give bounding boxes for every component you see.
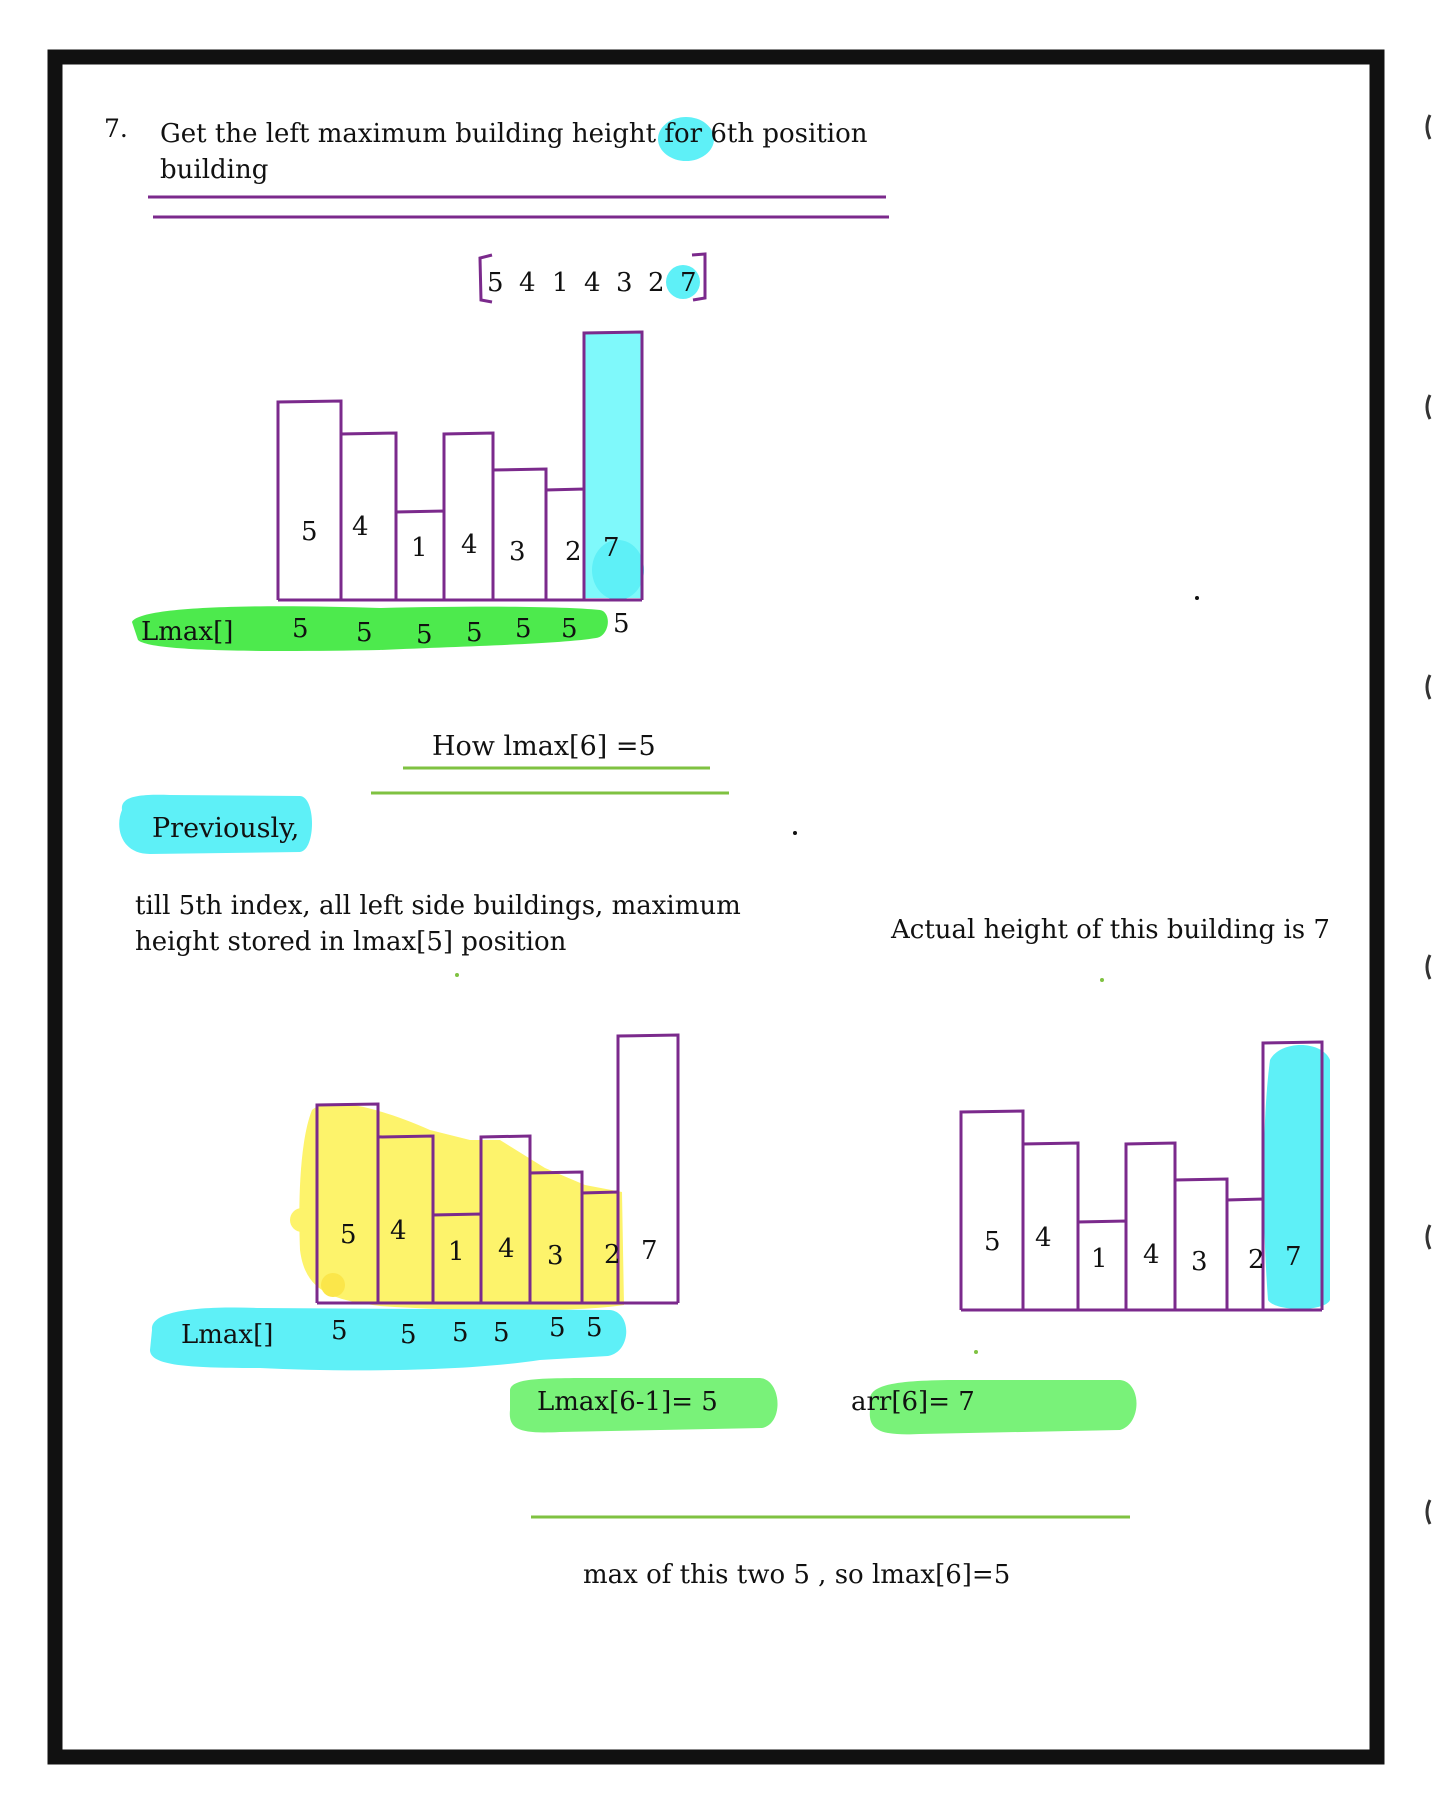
- previously-highlight: [119, 794, 312, 854]
- lower-right-building: [1124, 1141, 1177, 1310]
- lower-lmax-value: 5: [549, 1313, 566, 1343]
- formula-right: arr[6]= 7: [851, 1387, 975, 1417]
- array-value: 7: [680, 268, 697, 298]
- array-value: 2: [648, 268, 665, 298]
- yellow-highlight: [299, 1103, 624, 1311]
- lower-left-building-label: 7: [641, 1236, 658, 1266]
- top-building-label: 4: [352, 512, 369, 542]
- green-dot-1: [455, 973, 459, 977]
- lower-left-building-label: 4: [498, 1234, 515, 1264]
- lower-lmax-label: Lmax[]: [181, 1320, 273, 1350]
- top-lmax-value: 5: [356, 618, 373, 648]
- highlight-array-last: [666, 265, 700, 299]
- green-dot-2: [1100, 978, 1104, 982]
- yellow-spot-1: [290, 1208, 314, 1232]
- lower-left-building-label: 4: [390, 1216, 407, 1246]
- top-building-label: 4: [461, 530, 478, 560]
- lower-lmax-value: 5: [493, 1318, 510, 1348]
- top-building-label: 1: [411, 533, 428, 563]
- top-building: [582, 330, 644, 600]
- lower-right-building: [959, 1109, 1025, 1310]
- formula-right-highlight: [869, 1380, 1137, 1435]
- formula-left-highlight: [509, 1378, 778, 1433]
- top-lmax-value: 5: [466, 618, 483, 648]
- array-bracket-left: [478, 253, 493, 304]
- lower-right-building-label: 3: [1191, 1247, 1208, 1277]
- lower-right-building-label: 4: [1035, 1223, 1052, 1253]
- page-frame: [47, 49, 1385, 1765]
- lower-left-building-label: 3: [547, 1241, 564, 1271]
- top-lmax-highlight: [132, 606, 608, 651]
- array-value: 1: [552, 268, 569, 298]
- top-lmax-value: 5: [613, 609, 630, 639]
- array-value: 4: [584, 268, 601, 298]
- top-building-label: 7: [603, 533, 620, 563]
- lower-right-building-label: 1: [1091, 1244, 1108, 1274]
- yellow-spot-2: [321, 1273, 345, 1297]
- top-building-label: 5: [301, 517, 318, 547]
- conclusion-text: max of this two 5 , so lmax[6]=5: [583, 1560, 1010, 1590]
- lower-right-building: [1261, 1040, 1324, 1310]
- lower-lmax-value: 5: [586, 1313, 603, 1343]
- step-number: 7.: [104, 114, 128, 143]
- lower-left-building-label: 5: [340, 1220, 357, 1250]
- formula-left: Lmax[6-1]= 5: [537, 1387, 718, 1417]
- top-building-label: 2: [565, 537, 582, 567]
- highlight-6th: [658, 117, 714, 161]
- lr-building-6-highlight: [1263, 1045, 1330, 1309]
- top-building-label: 3: [509, 537, 526, 567]
- heading-line-1: Get the left maximum building height for…: [160, 119, 868, 149]
- top-highlight-blob: [592, 540, 644, 600]
- previously-label: Previously,: [152, 813, 299, 844]
- lower-left-building-label: 1: [448, 1237, 465, 1267]
- question-text: How lmax[6] =5: [432, 731, 656, 762]
- top-building: [276, 399, 343, 600]
- actual-height-text: Actual height of this building is 7: [890, 915, 1330, 945]
- lower-left-building-label: 2: [604, 1240, 621, 1270]
- array-bracket-right: [691, 252, 707, 302]
- top-lmax-label: Lmax[]: [141, 617, 233, 647]
- top-lmax-value: 5: [561, 614, 578, 644]
- lower-lmax-value: 5: [452, 1318, 469, 1348]
- top-building: [442, 431, 495, 600]
- lower-right-building: [1173, 1177, 1229, 1310]
- array-value: 3: [616, 268, 633, 298]
- top-lmax-value: 5: [515, 614, 532, 644]
- lower-lmax-value: 5: [400, 1320, 417, 1350]
- edge-marks: [1425, 114, 1432, 1525]
- heading-line-2: building: [160, 155, 268, 185]
- lower-left-building: [616, 1033, 680, 1303]
- top-building: [491, 467, 548, 600]
- explanation-line-2: height stored in lmax[5] position: [135, 927, 567, 957]
- lower-right-building-label: 4: [1143, 1240, 1160, 1270]
- explanation-line-1: till 5th index, all left side buildings,…: [135, 891, 741, 921]
- dot-mark: [1195, 596, 1199, 600]
- lower-lmax-highlight: [150, 1307, 627, 1371]
- top-lmax-value: 5: [416, 620, 433, 650]
- lower-right-building-label: 7: [1285, 1242, 1302, 1272]
- top-lmax-value: 5: [292, 614, 309, 644]
- dot-mark-2: [793, 831, 797, 835]
- array-value: 4: [519, 268, 536, 298]
- array-value: 5: [487, 268, 504, 298]
- lower-right-building-label: 5: [984, 1227, 1001, 1257]
- lower-right-building-label: 2: [1248, 1245, 1265, 1275]
- lower-lmax-value: 5: [331, 1316, 348, 1346]
- green-dot-3: [974, 1350, 978, 1354]
